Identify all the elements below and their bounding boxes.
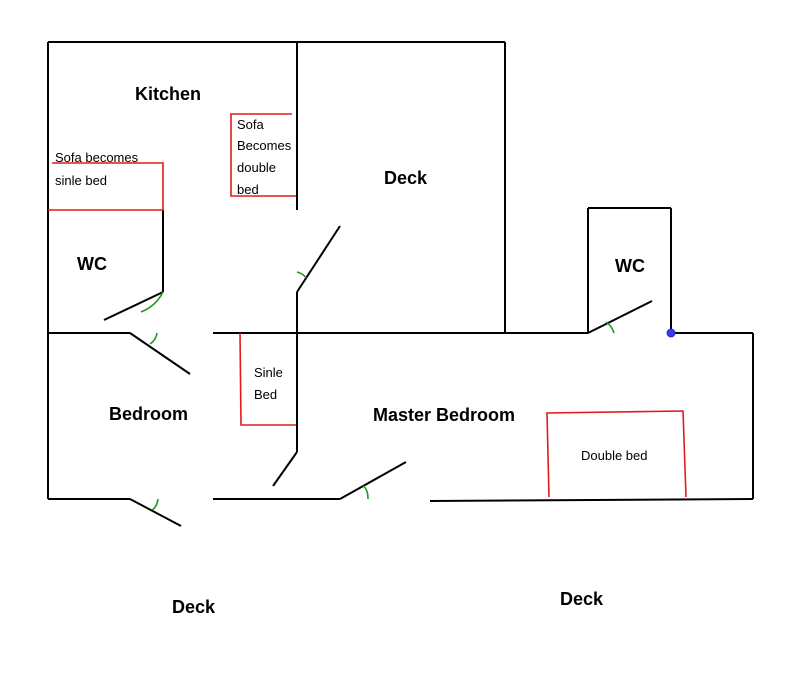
junction-marker	[666, 328, 676, 338]
label-wc-left: WC	[77, 254, 107, 274]
swing-bedroom-top	[149, 332, 158, 345]
label-sofa-double-3: double	[237, 160, 276, 175]
label-wc-right: WC	[615, 256, 645, 276]
door-master-bottom	[339, 461, 407, 500]
furniture	[48, 113, 687, 498]
double-bed-outline	[546, 410, 687, 498]
door-center-bottom	[272, 451, 298, 487]
label-double-bed: Double bed	[581, 448, 648, 463]
swing-wc-right	[605, 321, 615, 334]
door-bedroom-top	[129, 332, 191, 375]
label-single-bed-1: Sinle	[254, 365, 283, 380]
label-sofa-single-1: Sofa becomes	[55, 150, 139, 165]
label-single-bed-2: Bed	[254, 387, 277, 402]
swing-master-bottom	[362, 485, 369, 500]
furniture-labels: Sofa becomes sinle bed Sofa Becomes doub…	[55, 117, 648, 463]
label-bedroom: Bedroom	[109, 404, 188, 424]
wall-bottom-right	[429, 498, 754, 502]
label-deck-bottom-right: Deck	[560, 589, 604, 609]
label-deck-bottom-left: Deck	[172, 597, 216, 617]
sofa-double-outline	[230, 113, 296, 197]
door-swings	[140, 271, 615, 511]
doors	[103, 225, 653, 527]
door-wc-left	[103, 291, 164, 321]
swing-kitchen-deck	[296, 271, 307, 279]
door-wc-right	[587, 300, 653, 334]
room-labels: Kitchen Deck WC WC Bedroom Master Bedroo…	[77, 84, 645, 617]
label-sofa-single-2: sinle bed	[55, 173, 107, 188]
door-kitchen-deck	[296, 225, 341, 293]
swing-wc-left	[140, 291, 164, 313]
label-sofa-double-4: bed	[237, 182, 259, 197]
sofa-single-outline	[48, 162, 164, 211]
label-deck-top: Deck	[384, 168, 428, 188]
walls	[47, 41, 754, 502]
single-bed-outline	[239, 332, 296, 426]
label-kitchen: Kitchen	[135, 84, 201, 104]
label-sofa-double-2: Becomes	[237, 138, 292, 153]
swing-bedroom-bottom	[151, 498, 159, 511]
door-bedroom-bottom	[129, 498, 182, 527]
label-sofa-double-1: Sofa	[237, 117, 265, 132]
label-master-bedroom: Master Bedroom	[373, 405, 515, 425]
